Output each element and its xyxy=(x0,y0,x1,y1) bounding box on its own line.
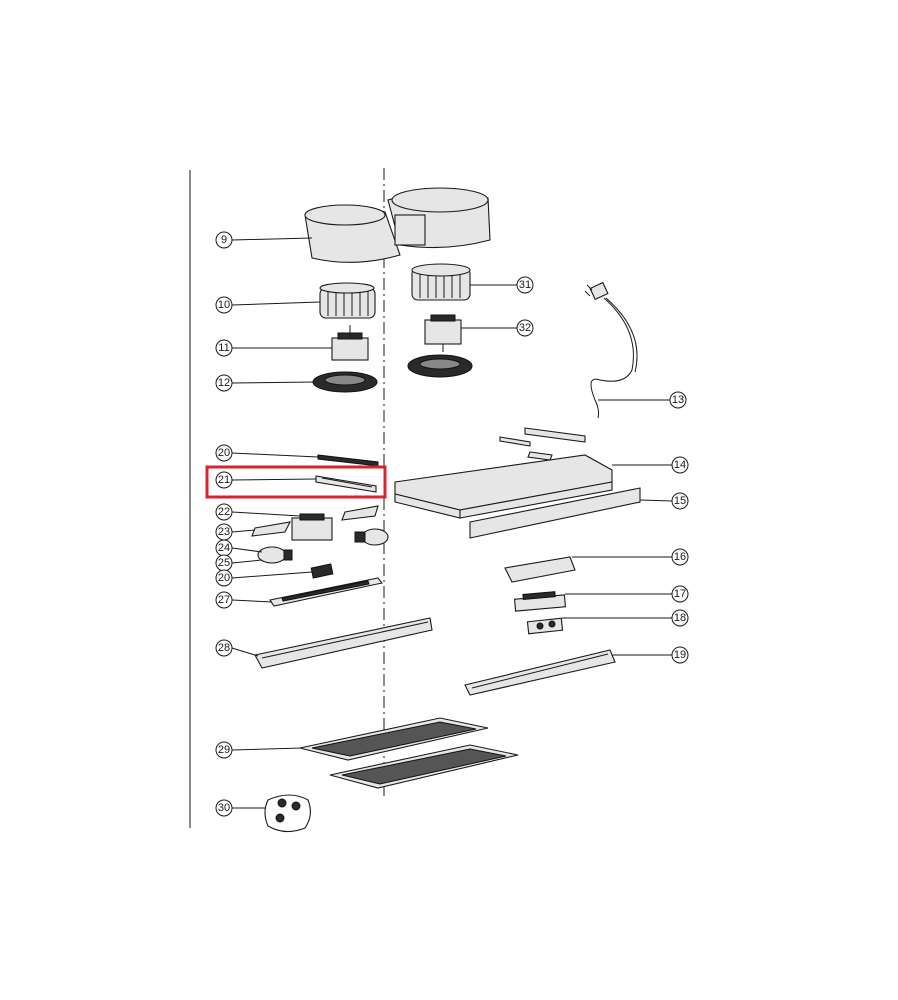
callout-18: 18 xyxy=(671,609,689,627)
svg-text:10: 10 xyxy=(218,299,230,311)
part-29-grease-filter xyxy=(299,717,519,789)
part-23-light-shade xyxy=(251,505,379,537)
callout-28: 28 xyxy=(215,639,233,657)
svg-text:25: 25 xyxy=(218,557,230,569)
part-15-front-panel xyxy=(469,487,641,539)
part-28-long-bracket xyxy=(254,617,433,669)
callout-31: 31 xyxy=(516,276,534,294)
part-13-power-cord xyxy=(584,281,638,419)
leader-lines xyxy=(231,237,673,809)
part-11-motor xyxy=(331,325,369,361)
part-21-bracket xyxy=(315,475,377,493)
part-20-switch xyxy=(310,563,334,579)
svg-text:22: 22 xyxy=(218,506,230,518)
part-16-pcb-cover xyxy=(504,556,576,583)
svg-text:20: 20 xyxy=(218,447,230,459)
callout-29: 29 xyxy=(215,741,233,759)
svg-text:31: 31 xyxy=(519,279,531,291)
callout-20-lower: 20 xyxy=(215,569,233,587)
callout-30: 30 xyxy=(215,799,233,817)
callout-12: 12 xyxy=(215,374,233,392)
part-12-fan-plate xyxy=(312,371,378,393)
part-10-fan-wheel xyxy=(319,282,376,319)
callout-24: 24 xyxy=(215,539,233,557)
right-fan-plate xyxy=(407,354,473,378)
svg-text:30: 30 xyxy=(218,802,230,814)
svg-text:11: 11 xyxy=(218,342,229,354)
callout-32: 32 xyxy=(516,319,534,337)
svg-text:21: 21 xyxy=(218,474,230,486)
svg-text:14: 14 xyxy=(674,459,686,471)
part-20-rod xyxy=(317,454,379,467)
part-17-control-module xyxy=(513,591,567,612)
callout-13: 13 xyxy=(669,391,687,409)
part-25-bulb-right xyxy=(354,528,389,546)
part-24-bulb xyxy=(257,546,293,564)
callout-22: 22 xyxy=(215,503,233,521)
svg-text:32: 32 xyxy=(519,322,531,334)
highlight-box-part-21 xyxy=(205,465,387,499)
part-31-fan-wheel xyxy=(411,263,471,301)
part-19-rear-bracket xyxy=(464,649,616,696)
svg-text:29: 29 xyxy=(218,744,230,756)
callout-9: 9 xyxy=(215,231,233,249)
callout-27: 27 xyxy=(215,591,233,609)
part-14-chassis xyxy=(394,427,613,519)
callout-14: 14 xyxy=(671,456,689,474)
part-18-switch-plate xyxy=(526,617,564,635)
callout-25: 25 xyxy=(215,554,233,572)
svg-text:17: 17 xyxy=(674,588,686,600)
svg-text:20: 20 xyxy=(218,572,230,584)
svg-text:27: 27 xyxy=(218,594,230,606)
svg-text:28: 28 xyxy=(218,642,230,654)
part-32-motor xyxy=(424,314,462,352)
callout-16: 16 xyxy=(671,548,689,566)
part-9-blower-housing xyxy=(304,187,491,263)
part-27-control-panel xyxy=(269,577,383,607)
svg-text:24: 24 xyxy=(218,542,230,554)
callout-15: 15 xyxy=(671,492,689,510)
part-30-screw-bag xyxy=(264,794,311,833)
svg-text:19: 19 xyxy=(674,649,686,661)
callout-17: 17 xyxy=(671,585,689,603)
callout-23: 23 xyxy=(215,523,233,541)
svg-text:15: 15 xyxy=(674,495,686,507)
svg-text:9: 9 xyxy=(221,234,227,246)
svg-text:23: 23 xyxy=(218,526,230,538)
svg-text:16: 16 xyxy=(674,551,686,563)
callout-19: 19 xyxy=(671,646,689,664)
svg-text:18: 18 xyxy=(674,612,686,624)
callout-11: 11 xyxy=(215,339,233,357)
svg-text:12: 12 xyxy=(218,377,230,389)
part-22-light-box xyxy=(291,513,333,541)
svg-text:13: 13 xyxy=(672,394,684,406)
callout-10: 10 xyxy=(215,296,233,314)
callout-21: 21 xyxy=(215,471,233,489)
callout-20-top: 20 xyxy=(215,444,233,462)
